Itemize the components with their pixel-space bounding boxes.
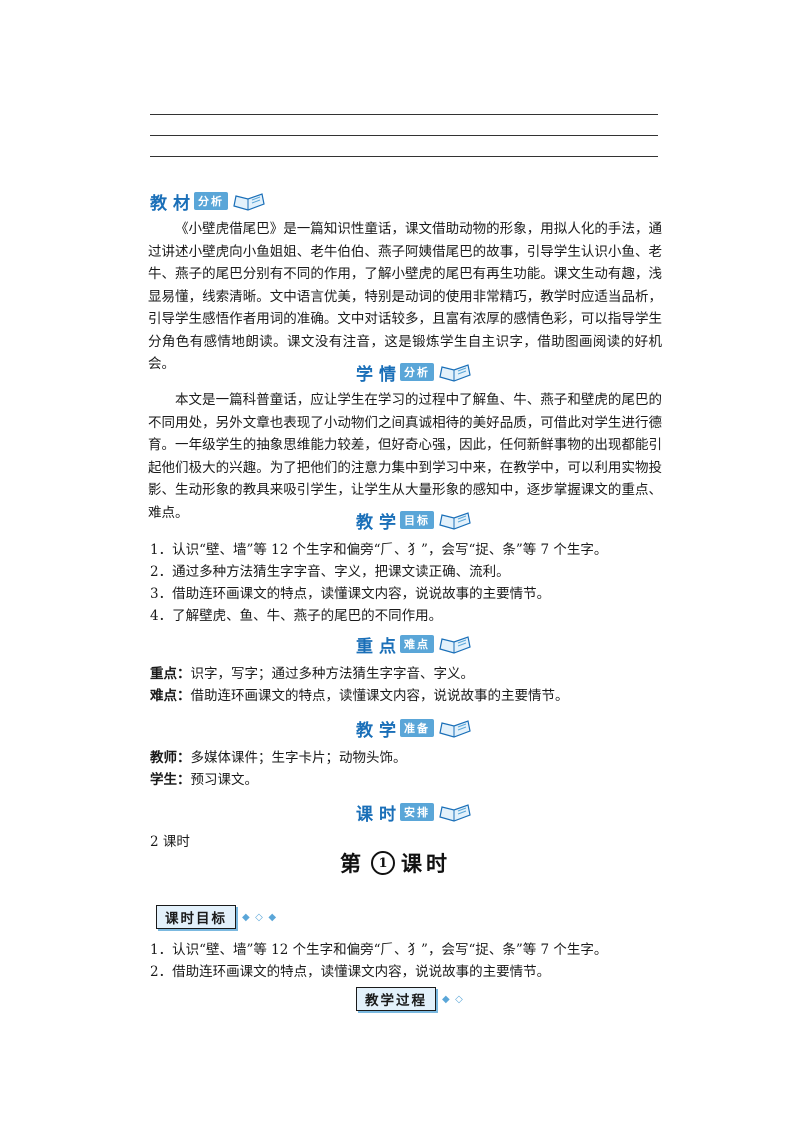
- key-point-line: 重点：识字，写字；通过多种方法猜生字字音、字义。: [150, 664, 670, 684]
- lesson-number: 1: [371, 851, 395, 875]
- process-heading: 教学过程 ◆ ◇: [356, 987, 464, 1011]
- heading-main: 重点: [356, 636, 402, 657]
- lesson-goals-heading: 课时目标 ◆ ◇ ◆: [156, 905, 278, 929]
- heading-sub: 准备: [400, 719, 434, 737]
- open-book-icon: [439, 364, 471, 382]
- section-heading-keshi: 课时 安排: [356, 798, 472, 826]
- section-text-jiaocai: 《小壁虎借尾巴》是一篇知识性童话，课文借助动物的形象，用拟人化的手法，通过讲述小…: [148, 221, 662, 372]
- heading-sub: 分析: [194, 192, 228, 210]
- student-text: 预习课文。: [190, 772, 259, 788]
- heading-sub: 难点: [400, 635, 434, 653]
- section-heading-zhunbei: 教学 准备: [356, 714, 472, 742]
- writing-line-2: [150, 135, 658, 136]
- goal-item: 2．通过多种方法猜生字字音、字义，把课文读正确、流利。: [150, 564, 510, 580]
- lesson-prefix: 第: [340, 851, 365, 876]
- difficulty-label: 难点：: [150, 688, 191, 704]
- lesson-title: 第 1 课时: [340, 848, 451, 878]
- sparkle-dots-icon: ◆ ◇ ◆: [242, 911, 278, 923]
- goal-item: 4．了解壁虎、鱼、牛、燕子的尾巴的不同作用。: [150, 608, 443, 624]
- heading-sub: 安排: [400, 803, 434, 821]
- lesson-goal-item: 2．借助连环画课文的特点，读懂课文内容，说说故事的主要情节。: [150, 964, 551, 980]
- open-book-icon: [439, 720, 471, 738]
- difficulty-text: 借助连环画课文的特点，读懂课文内容，说说故事的主要情节。: [190, 688, 569, 704]
- key-point-text: 识字，写字；通过多种方法猜生字字音、字义。: [190, 666, 475, 682]
- heading-main: 学情: [356, 364, 402, 385]
- heading-main: 教材: [150, 193, 196, 214]
- open-book-icon: [439, 636, 471, 654]
- process-label: 教学过程: [356, 987, 436, 1011]
- section-heading-mubiao: 教学 目标: [356, 506, 472, 534]
- difficulty-line: 难点：借助连环画课文的特点，读懂课文内容，说说故事的主要情节。: [150, 686, 670, 706]
- lesson-goals-label: 课时目标: [156, 905, 236, 929]
- student-prep-line: 学生：预习课文。: [150, 770, 670, 790]
- key-point-label: 重点：: [150, 666, 191, 682]
- section-heading-jiaocai: 教材 分析: [150, 187, 266, 215]
- lesson-count: 2 课时: [150, 834, 190, 850]
- section-heading-xueqing: 学情 分析: [356, 358, 472, 386]
- lesson-goal-item: 1．认识“壁、墙”等 12 个生字和偏旁“𠂆、犭”，会写“捉、条”等 7 个生字…: [150, 942, 608, 958]
- open-book-icon: [233, 193, 265, 211]
- writing-line-3: [150, 156, 658, 157]
- heading-sub: 分析: [400, 363, 434, 381]
- lesson-suffix: 课时: [401, 851, 451, 876]
- sparkle-dots-icon: ◆ ◇: [442, 993, 464, 1005]
- goal-item: 3．借助连环画课文的特点，读懂课文内容，说说故事的主要情节。: [150, 586, 551, 602]
- student-label: 学生：: [150, 772, 191, 788]
- writing-line-1: [150, 114, 658, 115]
- section-heading-zhongdian: 重点 难点: [356, 630, 472, 658]
- teacher-prep-line: 教师：多媒体课件；生字卡片；动物头饰。: [150, 748, 670, 768]
- open-book-icon: [439, 512, 471, 530]
- heading-sub: 目标: [400, 511, 434, 529]
- heading-main: 教学: [356, 512, 402, 533]
- heading-main: 教学: [356, 720, 402, 741]
- goal-item: 1．认识“壁、墙”等 12 个生字和偏旁“𠂆、犭”，会写“捉、条”等 7 个生字…: [150, 542, 608, 558]
- heading-main: 课时: [356, 804, 402, 825]
- section-text-xueqing: 本文是一篇科普童话，应让学生在学习的过程中了解鱼、牛、燕子和壁虎的尾巴的不同用处…: [148, 392, 662, 521]
- open-book-icon: [439, 804, 471, 822]
- teacher-label: 教师：: [150, 750, 191, 766]
- teacher-text: 多媒体课件；生字卡片；动物头饰。: [190, 750, 407, 766]
